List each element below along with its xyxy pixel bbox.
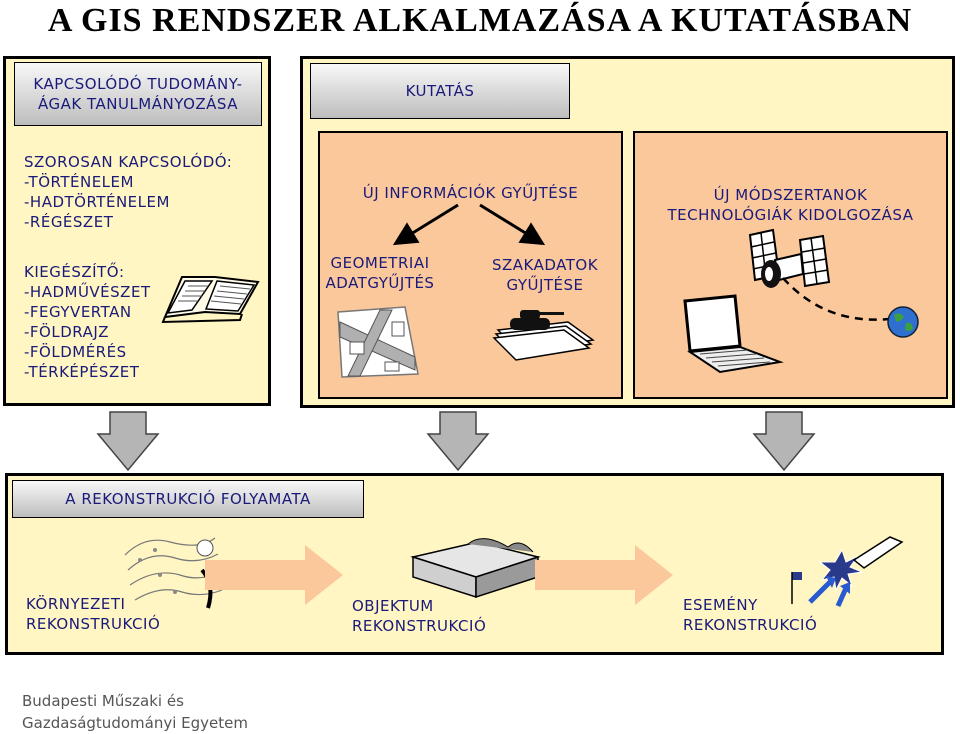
tank-document-icon <box>492 310 595 361</box>
laptop-icon <box>683 294 784 374</box>
battle-event-icon <box>791 536 904 608</box>
new-info-title: ÚJ INFORMÁCIÓK GYŰJTÉSE <box>362 184 579 202</box>
object-reconstruction-label: OBJEKTUM REKONSTRUKCIÓ <box>352 597 487 635</box>
geometric-data-label: GEOMETRIAI ADATGYŰJTÉS <box>325 254 435 292</box>
arrow-object-to-event <box>535 545 673 605</box>
satellite-icon <box>748 228 831 288</box>
environment-reconstruction-label: KÖRNYEZETI REKONSTRUKCIÓ <box>26 595 161 633</box>
terrain-model-icon <box>410 538 541 599</box>
university-name: Budapesti Műszaki és Gazdaságtudományi E… <box>22 692 248 732</box>
branch-arrows <box>392 203 546 246</box>
down-arrow-middle <box>426 411 490 472</box>
new-methods-title: ÚJ MÓDSZERTANOK TECHNOLÓGIÁK KIDOLGOZÁSA <box>667 186 914 224</box>
event-reconstruction-label: ESEMÉNY REKONSTRUKCIÓ <box>683 596 818 634</box>
research-header: KUTATÁS <box>310 63 570 119</box>
globe-icon <box>887 306 919 338</box>
page-title: A GIS RENDSZER ALKALMAZÁSA A KUTATÁSBAN <box>47 2 913 39</box>
down-arrow-left <box>96 411 160 472</box>
close-disciplines-list: SZOROSAN KAPCSOLÓDÓ: -TÖRTÉNELEM -HADTÖR… <box>24 153 233 231</box>
specialist-data-label: SZAKADATOK GYŰJTÉSE <box>491 256 599 294</box>
reconstruction-header: A REKONSTRUKCIÓ FOLYAMATA <box>12 480 364 518</box>
complementary-disciplines-list: KIEGÉSZÍTŐ: -HADMŰVÉSZET -FEGYVERTAN -FÖ… <box>24 263 151 381</box>
open-book-icon <box>161 276 260 324</box>
related-sciences-header: KAPCSOLÓDÓ TUDOMÁNY- ÁGAK TANULMÁNYOZÁSA <box>14 62 262 126</box>
map-sheet-icon <box>337 306 419 378</box>
down-arrow-right <box>752 411 816 472</box>
arrow-env-to-object <box>205 545 343 605</box>
orbit-path <box>782 277 899 321</box>
